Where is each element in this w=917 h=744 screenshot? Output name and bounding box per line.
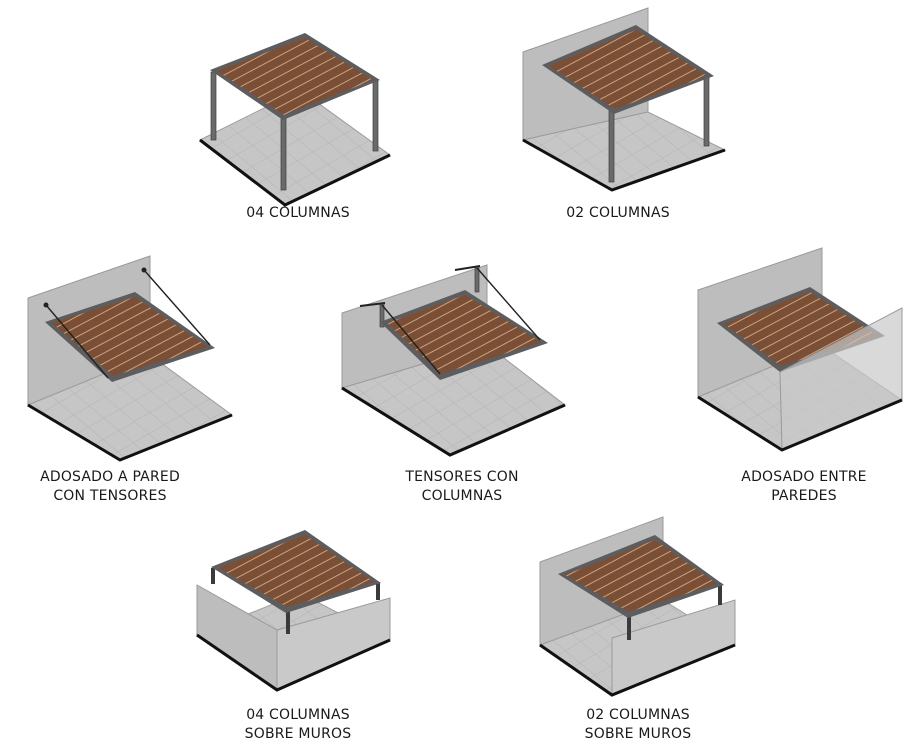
caption-04-columnas-muros: 04 COLUMNAS SOBRE MUROS [188, 706, 408, 744]
caption-line: SOBRE MUROS [244, 726, 352, 742]
diagram-adosado-entre-paredes [696, 247, 904, 452]
roof-slats [549, 30, 707, 109]
caption-04-columnas: 04 COLUMNAS [188, 204, 408, 223]
diagram-02-columnas-muros [538, 516, 737, 697]
diagram-adosado-tensores [26, 255, 234, 462]
columns [627, 583, 722, 640]
caption-line: 02 COLUMNAS [566, 205, 670, 221]
diagram-02-columnas [521, 7, 727, 192]
caption-line: COLUMNAS [421, 488, 503, 504]
caption-line: ADOSADO A PARED [40, 469, 180, 485]
caption-line: ADOSADO ENTRE [741, 469, 867, 485]
caption-adosado-paredes: ADOSADO ENTRE PAREDES [694, 468, 914, 506]
caption-02-columnas: 02 COLUMNAS [508, 204, 728, 223]
tension-cables [381, 267, 541, 375]
roof-slats [52, 297, 208, 376]
caption-line: CON TENSORES [53, 488, 167, 504]
diagram-tensores-columnas [340, 264, 566, 457]
diagram-04-columnas-muros [195, 530, 392, 692]
caption-line: 04 COLUMNAS [246, 205, 350, 221]
caption-line: 02 COLUMNAS [586, 707, 690, 723]
caption-02-columnas-muros: 02 COLUMNAS SOBRE MUROS [528, 706, 748, 744]
roof-slats [218, 535, 374, 607]
roof-slats [387, 295, 541, 374]
columns [211, 568, 380, 634]
roof-slats [565, 540, 717, 612]
caption-adosado-tensores: ADOSADO A PARED CON TENSORES [0, 468, 220, 506]
diagram-04-columnas [199, 33, 391, 207]
caption-tensores-columnas: TENSORES CON COLUMNAS [352, 468, 572, 506]
caption-line: SOBRE MUROS [584, 726, 692, 742]
caption-line: TENSORES CON [405, 469, 519, 485]
caption-line: 04 COLUMNAS [246, 707, 350, 723]
roof-slats [217, 38, 373, 115]
left-wall [196, 584, 278, 691]
tension-cables [45, 269, 211, 379]
caption-line: PAREDES [771, 488, 837, 504]
